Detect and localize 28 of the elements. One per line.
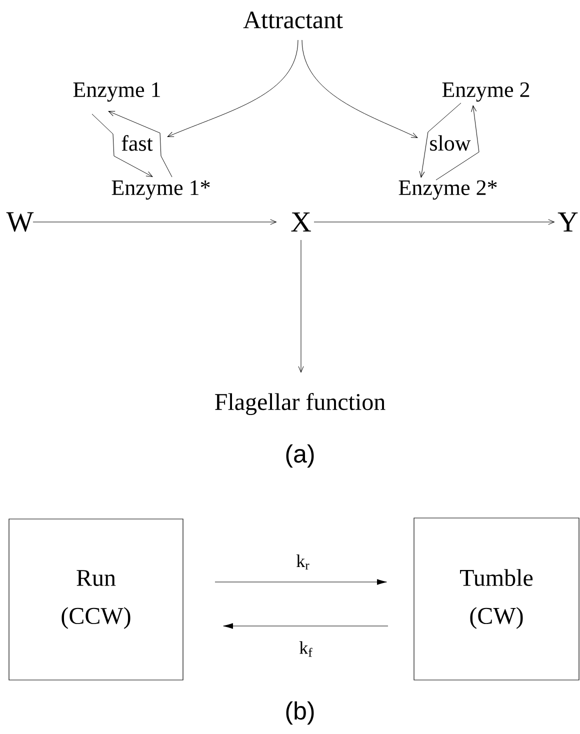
panel-label: (a)	[286, 444, 314, 468]
state-box: Tumble (CW)	[414, 518, 580, 680]
panel-label: (b)	[286, 701, 314, 725]
arrow	[214, 579, 387, 585]
arrow	[223, 623, 388, 629]
arrow	[108, 111, 172, 178]
arrow	[302, 40, 418, 138]
text-label: Enzyme 1	[73, 82, 160, 102]
arrow	[32, 219, 277, 225]
text-label: Enzyme 2	[442, 82, 530, 102]
variable-label: Y	[558, 212, 578, 232]
arrow	[419, 102, 462, 178]
variable-label: W	[6, 212, 34, 232]
state-box: Run (CCW)	[8, 518, 184, 680]
rate-label: fast	[122, 135, 153, 151]
output-label: Flagellar function	[215, 392, 386, 416]
arrow	[92, 114, 153, 177]
rate-label: slow	[430, 135, 471, 151]
arrow	[314, 219, 555, 225]
text-label: Attractant	[243, 12, 343, 28]
edge-label: k$_{r}$	[296, 554, 310, 570]
arrow	[298, 240, 304, 373]
edge-label: k$_{f}$	[300, 641, 312, 657]
variable-label: X	[291, 212, 311, 232]
arrow	[167, 40, 298, 137]
arrow	[436, 105, 480, 180]
text-label: Enzyme 2*	[398, 180, 497, 200]
text-label: Enzyme 1*	[112, 180, 210, 200]
